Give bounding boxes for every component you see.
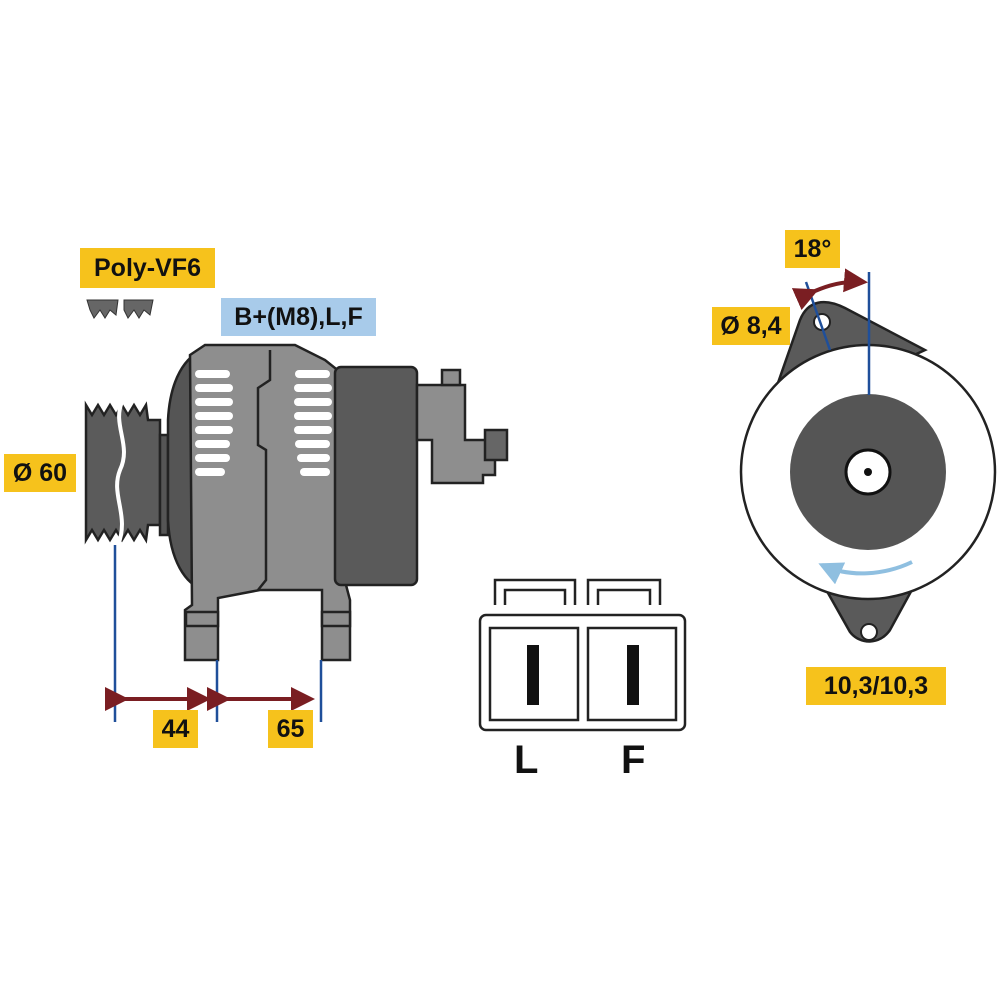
regulator <box>415 383 497 485</box>
rear-cover <box>333 365 419 587</box>
mount-angle-label: 18° <box>785 230 840 268</box>
hole-sizes-label: 10,3/10,3 <box>806 667 946 705</box>
terminals-label: B+(M8),L,F <box>221 298 376 336</box>
connector-diagram <box>478 578 687 732</box>
dimension-lines <box>105 545 323 722</box>
belt-type-label: Poly-VF6 <box>80 248 215 288</box>
dimension-44-label: 44 <box>153 710 198 748</box>
belt-profile-icon <box>86 299 154 319</box>
pulley-diameter-label: Ø 60 <box>4 454 76 492</box>
alternator-side-view <box>84 343 509 662</box>
hole-diameter-label: Ø 8,4 <box>712 307 790 345</box>
mounting-hole-bottom <box>860 623 878 641</box>
connector-pin-l-label: L <box>514 738 539 782</box>
rotation-arrow <box>818 560 913 585</box>
dimension-65-label: 65 <box>268 710 313 748</box>
connector-pin-f-label: F <box>621 738 646 782</box>
alternator-front-view <box>739 268 997 643</box>
